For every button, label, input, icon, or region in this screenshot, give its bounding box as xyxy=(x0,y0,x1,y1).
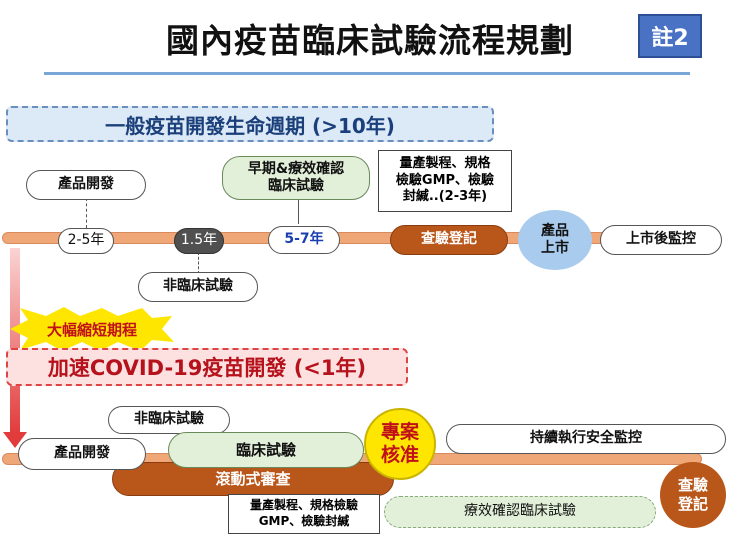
general-lifecycle-banner: 一般疫苗開發生命週期 (>10年) xyxy=(6,106,494,142)
starburst-shape xyxy=(10,307,174,351)
covid-product-dev: 產品開發 xyxy=(18,438,146,470)
general-efficacy-trial: 早期&療效確認 臨床試驗 xyxy=(222,156,370,200)
shorten-arrow-shaft xyxy=(10,248,20,434)
covid-registration: 查驗 登記 xyxy=(660,462,726,528)
note-badge: 註2 xyxy=(638,14,702,58)
general-post-market: 上市後監控 xyxy=(600,225,722,255)
shorten-label: 大幅縮短期程 xyxy=(46,320,137,339)
nonclinical-years: 1.5年 xyxy=(174,228,224,254)
covid-special-approval: 專案 核准 xyxy=(364,408,436,480)
covid-mass-production: 量產製程、規格檢驗 GMP、檢驗封緘 xyxy=(228,494,380,534)
covid-nonclinical: 非臨床試驗 xyxy=(108,406,230,434)
covid-efficacy-trial: 療效確認臨床試驗 xyxy=(384,496,656,528)
covid-banner: 加速COVID-19疫苗開發 (<1年) xyxy=(6,348,408,386)
general-mass-production: 量產製程、規格 檢驗GMP、檢驗 封緘..(2-3年) xyxy=(378,150,512,212)
shorten-starburst xyxy=(10,307,174,351)
connector-nonclinical xyxy=(198,252,199,274)
general-nonclinical: 非臨床試驗 xyxy=(138,272,258,302)
covid-safety-monitoring: 持續執行安全監控 xyxy=(446,424,726,454)
covid-clinical-trial: 臨床試驗 xyxy=(168,432,364,468)
general-market-launch: 產品 上市 xyxy=(518,210,592,270)
connector-efficacy xyxy=(298,198,299,224)
title-divider xyxy=(44,72,690,75)
product-dev-years: 2-5年 xyxy=(58,228,114,254)
page-title: 國內疫苗臨床試驗流程規劃 xyxy=(166,21,574,60)
connector-product-dev xyxy=(86,198,87,228)
efficacy-years: 5-7年 xyxy=(268,226,340,254)
general-registration: 查驗登記 xyxy=(390,225,508,255)
general-product-dev: 產品開發 xyxy=(26,170,146,200)
